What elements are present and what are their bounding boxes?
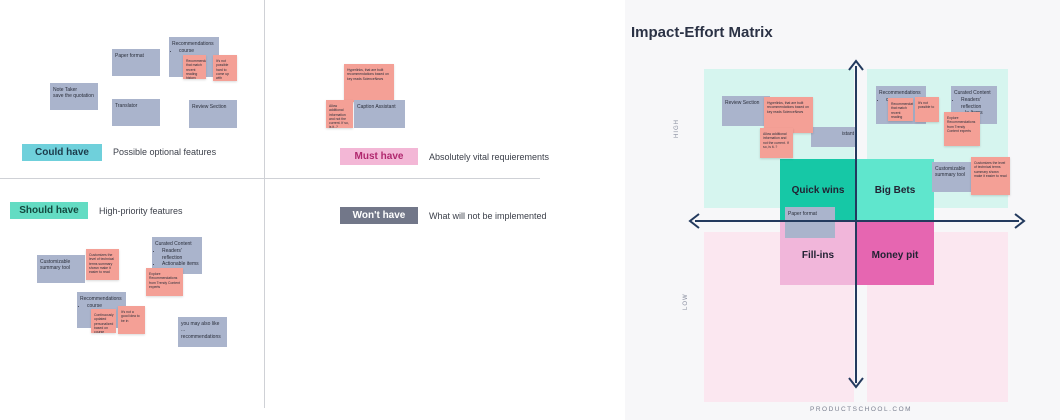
note-text: Customizes the level of technical terms … bbox=[974, 161, 1007, 178]
note-text: Explore Recommendations from Trendy Cont… bbox=[149, 272, 180, 289]
category-label: Should have bbox=[19, 205, 79, 216]
axis-arrowhead-right bbox=[1014, 213, 1026, 229]
note-title: Recommendations bbox=[172, 41, 214, 47]
category-tag-should-have[interactable]: Should have bbox=[10, 202, 88, 219]
note-red[interactable]: Hyperlinks, that are built recommendatio… bbox=[764, 97, 813, 133]
category-tag-could-have[interactable]: Could have bbox=[22, 144, 102, 161]
category-tag-must-have[interactable]: Must have bbox=[340, 148, 418, 165]
moscow-board: Note Taker save the quotation Paper form… bbox=[0, 0, 625, 420]
note-red[interactable]: It's not a good idea to be in bbox=[118, 306, 145, 334]
note-title: Recommendations bbox=[80, 296, 122, 302]
matrix-title: Impact-Effort Matrix bbox=[631, 24, 773, 41]
note-list-item: Readers' reflection bbox=[961, 97, 994, 110]
note-text: Hyperlinks, that are built recommendatio… bbox=[767, 101, 809, 114]
note-title: Recommendations bbox=[879, 90, 921, 96]
note-text: It's not possible to bbox=[918, 101, 935, 110]
quadrant-big-bets[interactable]: Big Bets bbox=[856, 159, 934, 221]
brand-footer: PRODUCTSCHOOL.COM bbox=[810, 406, 913, 413]
note-text: Recommendations that match recent readin… bbox=[891, 102, 913, 119]
note-list-item: course bbox=[87, 303, 123, 309]
category-label: Won't have bbox=[352, 210, 406, 221]
matrix-axes bbox=[688, 59, 1026, 389]
horizontal-divider bbox=[0, 178, 540, 179]
note-text: istant bbox=[842, 131, 854, 137]
category-description: Absolutely vital requierements bbox=[429, 152, 550, 162]
note-red[interactable]: Explore Recommendations from Trendy Cont… bbox=[944, 112, 980, 146]
vertical-divider bbox=[264, 0, 265, 408]
category-tag-wont-have[interactable]: Won't have bbox=[340, 207, 418, 224]
note-text: Paper format bbox=[788, 211, 817, 217]
category-description: What will not be implemented bbox=[429, 211, 547, 221]
note-list: course bbox=[172, 48, 216, 54]
note-red[interactable]: Customizes the level of technical terms … bbox=[86, 249, 119, 280]
note-red[interactable]: Explore Recommendations from Trendy Cont… bbox=[146, 268, 183, 296]
note-red[interactable]: Recommendations that match recent readin… bbox=[888, 98, 913, 121]
axis-label-low: LOW bbox=[683, 293, 689, 310]
note-text: Explore Recommendations from Trendy Cont… bbox=[947, 116, 976, 133]
note-list-item: course bbox=[179, 48, 216, 54]
category-label: Could have bbox=[35, 147, 89, 158]
impact-effort-matrix: Impact-Effort Matrix Quick wins Big Bets… bbox=[625, 0, 1060, 420]
category-description: High-priority features bbox=[99, 206, 183, 216]
note-red[interactable]: Allow additional information and not the… bbox=[326, 100, 353, 128]
note-text: you may also like ... recommendations bbox=[181, 321, 221, 340]
note-paper-format[interactable]: Paper format bbox=[785, 207, 835, 238]
note-text: It's not possible hard to come up with bbox=[216, 59, 230, 80]
note-caption-assistant[interactable]: istant bbox=[811, 127, 857, 147]
note-red[interactable]: Customizes the level of technical terms … bbox=[971, 157, 1010, 195]
category-label: Must have bbox=[354, 151, 404, 162]
note-red[interactable]: Recommendations that match recent readin… bbox=[183, 55, 206, 79]
note-note-taker[interactable]: Note Taker save the quotation bbox=[50, 83, 98, 110]
note-text: Hyperlinks, that are built recommendatio… bbox=[347, 68, 389, 81]
note-list-item: Readers' reflection bbox=[162, 248, 199, 261]
quadrant-label: Money pit bbox=[871, 249, 919, 261]
note-text: Allow additional information and not the… bbox=[763, 132, 789, 149]
note-text: Continuously updated personalized based … bbox=[94, 313, 114, 333]
axis-label-high: HIGH bbox=[674, 119, 680, 138]
quadrant-label: Big Bets bbox=[874, 184, 916, 196]
note-text: It's not a good idea to be in bbox=[121, 310, 140, 323]
note-text: Customizes the level of technical terms … bbox=[89, 253, 115, 274]
note-list: course bbox=[80, 303, 123, 309]
note-text: Caption Assistant bbox=[357, 104, 396, 110]
note-caption-assistant[interactable]: Caption Assistant bbox=[354, 100, 405, 128]
note-list: Readers' reflection Actionable items bbox=[155, 248, 199, 267]
note-list-item: Actionable items bbox=[162, 261, 199, 267]
note-paper-format[interactable]: Paper format bbox=[112, 49, 160, 76]
note-text: Customizable summary tool bbox=[40, 259, 71, 272]
category-description: Possible optional features bbox=[113, 147, 217, 157]
note-you-may-like[interactable]: you may also like ... recommendations bbox=[178, 317, 227, 347]
note-text: Translator bbox=[115, 103, 138, 109]
note-red[interactable]: It's not possible to bbox=[915, 97, 939, 122]
axis-arrowhead-up bbox=[848, 59, 864, 71]
note-red[interactable]: Continuously updated personalized based … bbox=[91, 309, 116, 333]
quadrant-money-pit[interactable]: Money pit bbox=[856, 221, 934, 285]
note-text: Allow additional information and not the… bbox=[329, 104, 349, 128]
note-text: Note Taker save the quotation bbox=[53, 87, 94, 100]
note-customizable-summary[interactable]: Customizable summary tool bbox=[932, 162, 976, 192]
note-text: Recommendations that match recent readin… bbox=[186, 59, 206, 79]
note-text: Paper format bbox=[115, 53, 144, 59]
axis-arrowhead-down bbox=[848, 377, 864, 389]
note-red[interactable]: Allow additional information and not the… bbox=[760, 128, 793, 158]
quadrant-label: Quick wins bbox=[791, 184, 845, 196]
note-text: Review Section bbox=[725, 100, 760, 106]
note-title: Curated Content bbox=[155, 241, 192, 247]
note-review-section[interactable]: Review Section bbox=[189, 100, 237, 128]
quadrant-label: Fill-ins bbox=[801, 249, 835, 261]
note-customizable-summary[interactable]: Customizable summary tool bbox=[37, 255, 85, 283]
note-text: Review Section bbox=[192, 104, 227, 110]
note-curated-content[interactable]: Curated Content Readers' reflection Acti… bbox=[152, 237, 202, 274]
note-red[interactable]: It's not possible hard to come up with bbox=[213, 55, 237, 81]
note-translator[interactable]: Translator bbox=[112, 99, 160, 126]
note-text: Customizable summary tool bbox=[935, 166, 966, 179]
note-review-section[interactable]: Review Section bbox=[722, 96, 770, 126]
axis-arrowhead-left bbox=[688, 213, 700, 229]
note-title: Curated Content bbox=[954, 90, 991, 96]
note-red[interactable]: Hyperlinks, that are built recommendatio… bbox=[344, 64, 394, 102]
